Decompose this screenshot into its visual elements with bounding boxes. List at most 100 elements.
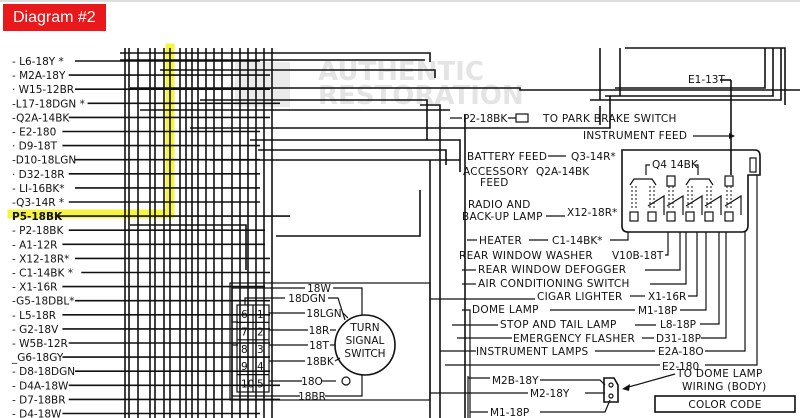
label-q4-14bk: Q4 14BK <box>652 159 699 171</box>
left-wire-label: -L17-18DGN * <box>12 98 85 110</box>
fuse-terminal <box>724 211 734 222</box>
left-wire-label: -G5-18DBL* <box>12 296 75 308</box>
label-m1-18p: M1-18P <box>638 305 677 317</box>
left-wire-label: P5-18BK <box>12 211 63 223</box>
ts-wire-18r: 18R <box>309 325 330 337</box>
ts-wire-18lgn: 18LGN <box>306 308 341 320</box>
pin-left: 8 <box>241 344 248 356</box>
label-v10b-18t: V10B-18T <box>612 250 664 262</box>
left-wire-label: - D8-18DGN <box>12 366 75 378</box>
left-wire-label: - X1-16R <box>12 282 57 294</box>
label-cigar-lighter: CIGAR LIGHTER <box>537 291 623 303</box>
bulb-icon <box>341 376 351 386</box>
pin-right: 4 <box>257 361 264 373</box>
watermark: AUTHENTIC RESTORATION <box>235 57 524 111</box>
left-wire-label: - L5-18R <box>12 310 56 322</box>
label-emergency-flasher: EMERGENCY FLASHER <box>513 333 635 345</box>
fuse-link <box>629 178 657 186</box>
left-wire-label: - C1-14BK * <box>12 268 73 280</box>
left-wire-label: · D9-18T <box>12 141 58 153</box>
fuse-terminal <box>647 211 657 222</box>
watermark-line1: AUTHENTIC <box>318 57 484 87</box>
ts-wire-18dgn: 18DGN <box>288 293 325 305</box>
pin-right: 5 <box>257 379 264 391</box>
ts-wire-18w: 18W <box>307 283 331 295</box>
fuse-terminal <box>629 211 639 222</box>
left-wire-label: - P2-18BK <box>12 225 64 237</box>
left-wire-label: - E2-180 <box>12 127 56 139</box>
label-back-up-lamp: BACK-UP LAMP <box>462 211 543 223</box>
label-stop-and-tail-lamp: STOP AND TAIL LAMP <box>500 319 617 331</box>
top-wires <box>120 47 800 418</box>
label-x12-18r: X12-18R* <box>567 207 617 219</box>
turn-signal-title-1: TURN <box>349 322 379 334</box>
label-q2a-14bk: Q2A-14BK <box>536 166 590 178</box>
label-color-code: COLOR CODE <box>688 399 761 411</box>
label-rear-window-defogger: REAR WINDOW DEFOGGER <box>478 264 626 276</box>
label-to-dome-lamp: TO DOME LAMP <box>676 368 763 380</box>
label-wiring-body: WIRING (BODY) <box>682 381 767 393</box>
turn-signal-title-3: SWITCH <box>344 348 385 360</box>
label-x1-16r: X1-16R <box>648 291 686 303</box>
diagram-badge: Diagram #2 <box>3 4 106 31</box>
connector-icon <box>515 113 529 123</box>
left-wire-label: - D7-18BR <box>12 394 66 406</box>
left-wire-label: - M2A-18Y <box>12 70 66 82</box>
fuse-cap <box>724 175 734 187</box>
fuse-terminal <box>704 211 714 222</box>
label-dome-lamp: DOME LAMP <box>472 304 539 316</box>
label-e1-13t: E1-13T <box>688 74 725 86</box>
label-radio-and: RADIO AND <box>468 199 531 211</box>
dome-lamp-connector <box>603 377 619 403</box>
left-wire-label: - LI-16BK* <box>12 183 65 195</box>
pin-right: 2 <box>257 326 264 338</box>
pin-left: 10 <box>241 379 254 391</box>
left-wire-label: -Q3-14R * <box>12 197 64 209</box>
left-wire-label: -Q2A-14BK <box>12 112 70 124</box>
label-instrument-lamps: INSTRUMENT LAMPS <box>476 346 588 358</box>
label-m2-18y: M2-18Y <box>530 388 570 400</box>
turn-signal-title-2: SIGNAL <box>346 335 385 347</box>
label-instrument-feed: INSTRUMENT FEED <box>583 130 687 142</box>
pin-right: 1 <box>257 309 264 321</box>
label-c1-14bk: C1-14BK* <box>552 235 603 247</box>
label-e2-180: E2-180 <box>662 361 699 373</box>
fuse-terminal <box>685 211 695 222</box>
left-wire-label: - A1-12R <box>12 239 57 251</box>
left-wire-label: - D4A-18W <box>12 380 69 392</box>
label-q3-14r: Q3-14R* <box>571 151 616 163</box>
watermark-line2: RESTORATION <box>318 81 524 111</box>
ts-wire-18bk: 18BK <box>306 356 335 368</box>
ts-wire-18br: 18BR <box>298 391 326 403</box>
pin-left: 9 <box>241 361 248 373</box>
color-code-box <box>654 395 796 413</box>
left-wire-label: -D10-18LGN <box>12 155 76 167</box>
fuse-link <box>685 178 714 186</box>
left-wire-label: - G2-18V <box>12 324 59 336</box>
fuse-block: Q4 14BK <box>621 149 761 233</box>
left-wire-label: · W15-12BR <box>12 84 74 96</box>
left-wire-label: - L6-18Y * <box>12 56 64 68</box>
pin-left: 6 <box>241 309 248 321</box>
label-p2-18bk: P2-18BK <box>463 113 508 125</box>
fuse-cap <box>666 175 676 187</box>
ts-wire-18o: 18O <box>301 376 323 388</box>
label-l8-18p: L8-18P <box>660 319 696 331</box>
label-d31-18p: D31-18P <box>656 333 701 345</box>
left-wire-label: - D4-18W <box>12 409 62 418</box>
label-accessory: ACCESSORY <box>463 166 529 178</box>
label-air-conditioning-switch: AIR CONDITIONING SWITCH <box>478 278 630 290</box>
left-wire-label: - X12-18R* <box>12 253 69 265</box>
label-park-brake-switch: TO PARK BRAKE SWITCH <box>542 113 677 125</box>
label-battery-feed: BATTERY FEED <box>467 151 547 163</box>
left-wire-lines <box>56 60 290 415</box>
right-labels: E1-13T P2-18BK TO PARK BRAKE SWITCH INST… <box>430 74 796 418</box>
turn-signal-frame <box>229 282 431 401</box>
ts-wire-18t: 18T <box>309 340 329 352</box>
label-feed: FEED <box>480 177 509 189</box>
pin-left: 7 <box>241 326 248 338</box>
left-wire-label: _G6-18GY <box>11 352 64 364</box>
